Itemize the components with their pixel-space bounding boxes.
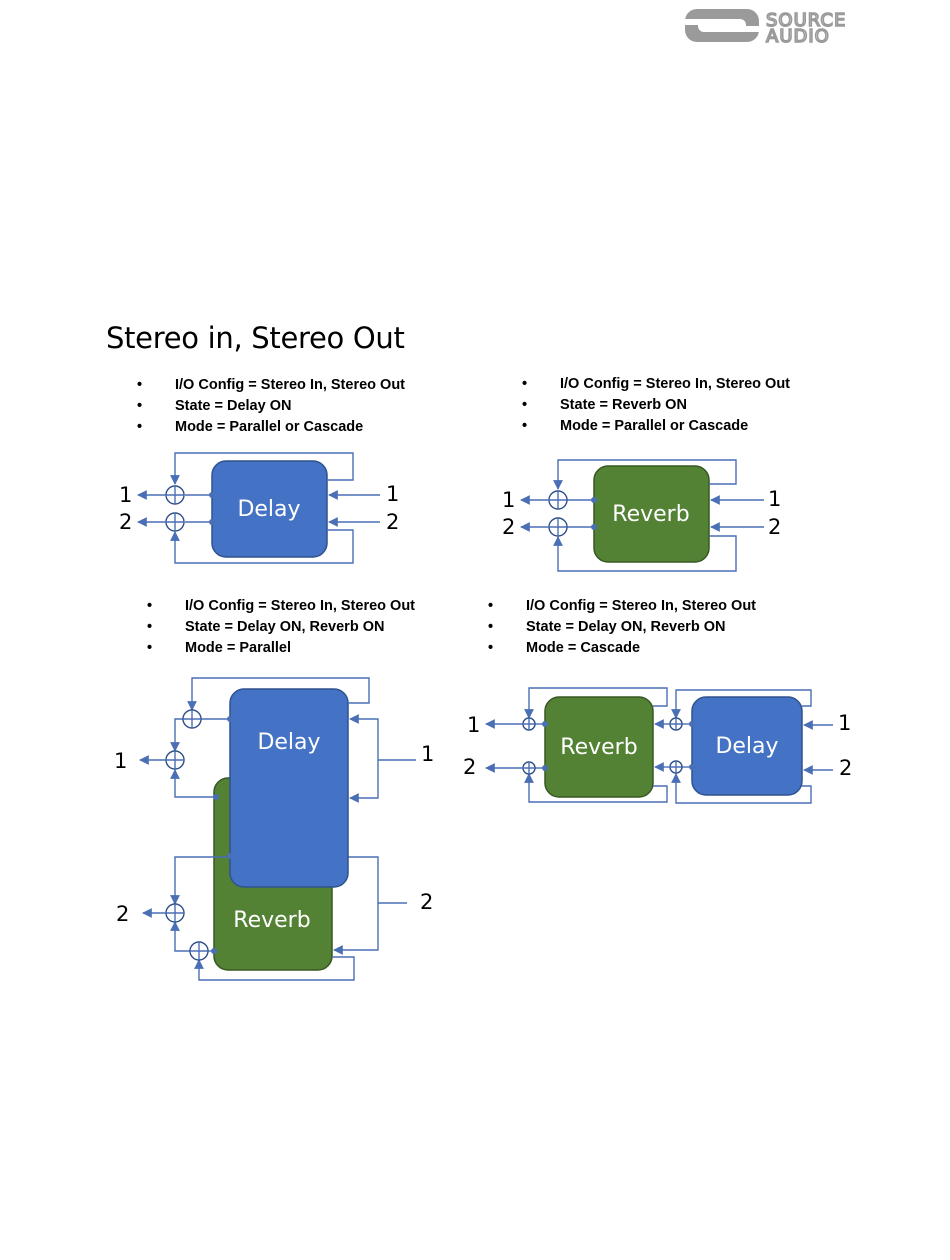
sum-node-icon: [669, 717, 683, 731]
output-1-label: 1: [467, 713, 480, 737]
bullet-item: State = Delay ON, Reverb ON: [488, 617, 756, 638]
input-2-label: 2: [768, 515, 781, 539]
reverb-block-label: Reverb: [612, 502, 689, 527]
bullet-list-cascade: I/O Config = Stereo In, Stereo Out State…: [488, 596, 756, 659]
bullet-item: I/O Config = Stereo In, Stereo Out: [137, 375, 405, 396]
bullet-item: Mode = Parallel or Cascade: [137, 417, 405, 438]
reverb-block-label: Reverb: [233, 908, 310, 933]
output-1-label: 1: [119, 483, 132, 507]
sum-node-icon: [182, 709, 202, 729]
output-2-label: 2: [119, 510, 132, 534]
bullet-list-delay-only: I/O Config = Stereo In, Stereo Out State…: [137, 375, 405, 438]
logo-text-audio: AUDIO: [766, 26, 830, 47]
input-1-label: 1: [421, 742, 434, 766]
input-1-label: 1: [838, 711, 851, 735]
diagram-cascade: Reverb Delay: [463, 687, 852, 804]
bullet-item: State = Reverb ON: [522, 395, 790, 416]
input-2-label: 2: [839, 756, 852, 780]
source-audio-s-icon: [684, 9, 760, 42]
source-audio-logo: SOURCE AUDIO: [684, 9, 846, 48]
output-2-label: 2: [463, 755, 476, 779]
sum-node-icon: [669, 760, 683, 774]
logo-text-source: SOURCE: [766, 10, 846, 31]
output-1-label: 1: [114, 749, 127, 773]
delay-block: [229, 688, 349, 888]
bullet-list-parallel: I/O Config = Stereo In, Stereo Out State…: [147, 596, 415, 659]
bullet-item: I/O Config = Stereo In, Stereo Out: [522, 374, 790, 395]
output-2-label: 2: [502, 515, 515, 539]
sum-node-icon: [522, 761, 536, 775]
sum-node-icon: [522, 717, 536, 731]
sum-node-icon: [548, 517, 568, 537]
sum-node-icon: [548, 490, 568, 510]
sum-node-icon: [165, 903, 185, 923]
bullet-item: I/O Config = Stereo In, Stereo Out: [488, 596, 756, 617]
input-2-label: 2: [386, 510, 399, 534]
diagram-delay-only: Delay 1 2 1 2: [119, 452, 399, 564]
bullet-item: State = Delay ON: [137, 396, 405, 417]
bullet-item: I/O Config = Stereo In, Stereo Out: [147, 596, 415, 617]
input-2-label: 2: [420, 890, 433, 914]
bullet-item: Mode = Parallel: [147, 638, 415, 659]
input-1-label: 1: [386, 482, 399, 506]
delay-block-label: Delay: [257, 730, 320, 755]
page-title: Stereo in, Stereo Out: [106, 321, 405, 355]
delay-block-label: Delay: [237, 497, 300, 522]
reverb-block: [593, 465, 710, 563]
input-1-label: 1: [768, 487, 781, 511]
sum-node-icon: [165, 485, 185, 505]
delay-block: [691, 696, 803, 796]
output-1-label: 1: [502, 488, 515, 512]
bullet-list-reverb-only: I/O Config = Stereo In, Stereo Out State…: [522, 374, 790, 437]
sum-node-icon: [189, 941, 209, 961]
sum-node-icon: [165, 750, 185, 770]
delay-block-label: Delay: [715, 734, 778, 759]
bullet-item: Mode = Cascade: [488, 638, 756, 659]
diagram-reverb-only: Reverb 1 2 1 2: [502, 459, 781, 572]
bullet-item: Mode = Parallel or Cascade: [522, 416, 790, 437]
sum-node-icon: [165, 512, 185, 532]
bullet-item: State = Delay ON, Reverb ON: [147, 617, 415, 638]
output-2-label: 2: [116, 902, 129, 926]
diagram-parallel: Reverb Delay: [114, 677, 434, 981]
delay-block: [211, 460, 328, 558]
reverb-block: [544, 696, 654, 798]
reverb-block-label: Reverb: [560, 735, 637, 760]
